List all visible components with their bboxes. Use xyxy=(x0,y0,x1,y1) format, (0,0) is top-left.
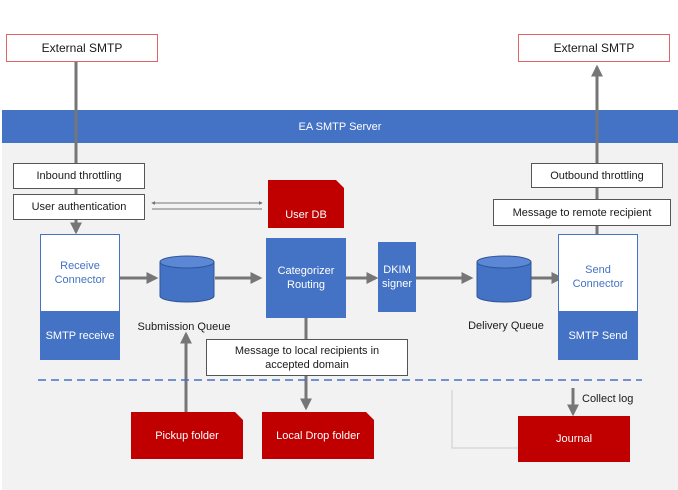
message-local-box: Message to local recipients in accepted … xyxy=(206,339,408,376)
pickup-folder-label: Pickup folder xyxy=(155,430,219,442)
external-smtp-left: External SMTP xyxy=(6,34,158,62)
local-drop-folder-label: Local Drop folder xyxy=(276,430,360,442)
smtp-receive-label: SMTP receive xyxy=(40,311,120,360)
submission-queue-cylinder-icon xyxy=(159,255,215,303)
delivery-queue-label: Delivery Queue xyxy=(468,320,544,332)
journal-box: Journal xyxy=(518,416,630,462)
dkim-signer-box: DKIM signer xyxy=(378,242,416,312)
server-title-bar: EA SMTP Server xyxy=(2,110,678,143)
smtp-send-label: SMTP Send xyxy=(558,311,638,360)
send-connector: Send Connector SMTP Send xyxy=(558,234,638,360)
delivery-queue-cylinder-icon xyxy=(476,255,532,303)
pickup-folder-document-icon xyxy=(131,412,243,459)
user-authentication-box: User authentication xyxy=(13,194,145,220)
categorizer-routing-box: Categorizer Routing xyxy=(266,238,346,318)
collect-log-label: Collect log xyxy=(582,393,634,405)
journal-border xyxy=(451,390,518,449)
send-connector-label: Send Connector xyxy=(572,264,624,290)
message-remote-box: Message to remote recipient xyxy=(493,199,671,226)
receive-connector: Receive Connector SMTP receive xyxy=(40,234,120,360)
receive-connector-label: Receive Connector xyxy=(54,260,106,286)
local-drop-document-icon xyxy=(262,412,374,459)
user-db-label: User DB xyxy=(285,209,327,221)
external-smtp-right: External SMTP xyxy=(518,34,670,62)
submission-queue-label: Submission Queue xyxy=(137,321,231,333)
inbound-throttling-box: Inbound throttling xyxy=(13,163,145,189)
user-db-document-icon xyxy=(268,180,344,228)
outbound-throttling-box: Outbound throttling xyxy=(531,163,663,188)
